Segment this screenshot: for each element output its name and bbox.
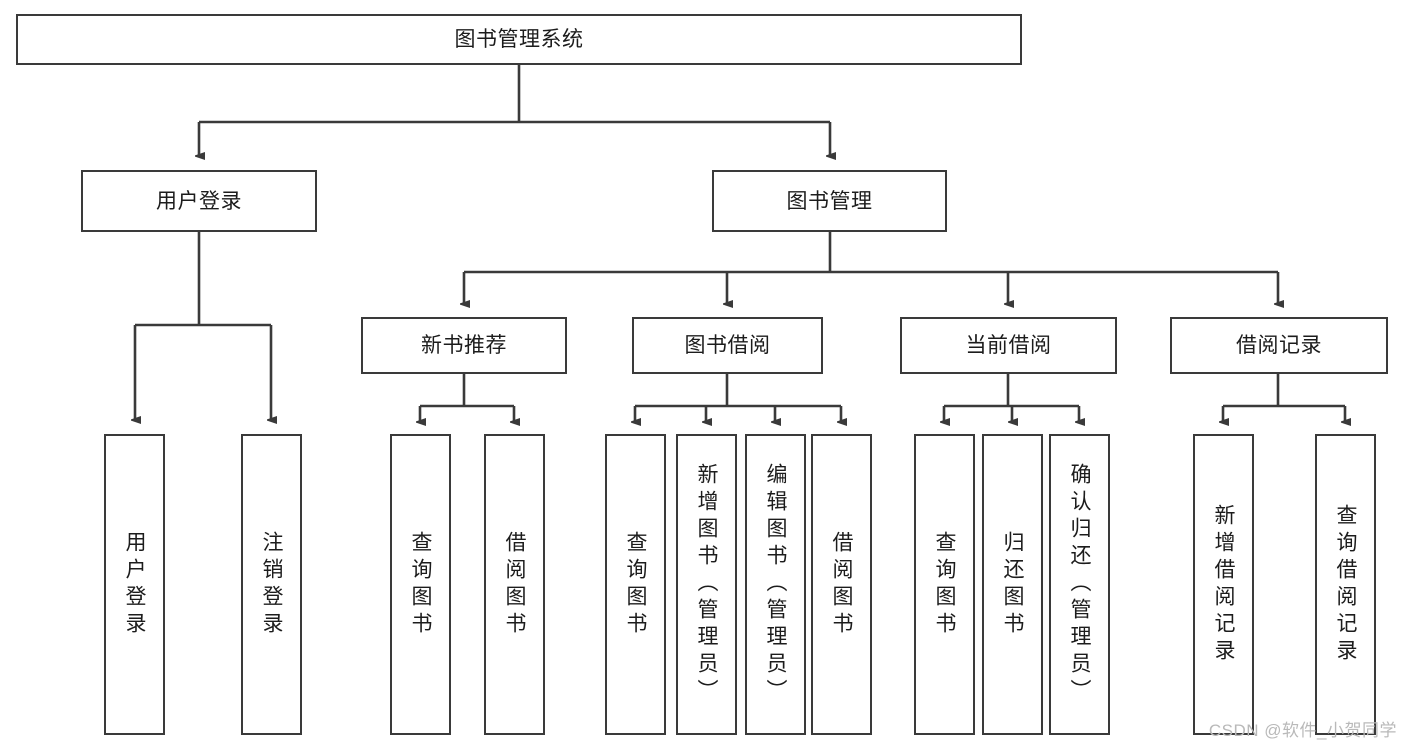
- node-new-book-recommend-label: 新书推荐: [421, 334, 507, 357]
- leaf-confirm-return-admin-label: 确认归还（管理员）: [1068, 463, 1091, 706]
- leaf-edit-book-admin-label: 编辑图书（管理员）: [764, 463, 787, 706]
- leaf-return-book[interactable]: 归还图书: [982, 434, 1043, 735]
- leaf-query-borrow-record-label: 查询借阅记录: [1334, 503, 1357, 666]
- leaf-query-book-newbook-label: 查询图书: [409, 530, 432, 639]
- leaf-borrow-book[interactable]: 借阅图书: [811, 434, 872, 735]
- node-root[interactable]: 图书管理系统: [16, 14, 1022, 65]
- leaf-borrow-book-newbook[interactable]: 借阅图书: [484, 434, 545, 735]
- leaf-query-book-borrow[interactable]: 查询图书: [605, 434, 666, 735]
- node-current-borrow-label: 当前借阅: [965, 334, 1052, 357]
- node-book-management[interactable]: 图书管理: [712, 170, 947, 232]
- leaf-user-login[interactable]: 用户登录: [104, 434, 165, 735]
- leaf-query-book-current[interactable]: 查询图书: [914, 434, 975, 735]
- leaf-add-borrow-record-label: 新增借阅记录: [1212, 503, 1235, 666]
- leaf-query-book-borrow-label: 查询图书: [624, 530, 647, 639]
- node-user-login-label: 用户登录: [156, 189, 242, 213]
- node-book-management-label: 图书管理: [786, 189, 873, 213]
- leaf-return-book-label: 归还图书: [1001, 530, 1024, 639]
- leaf-logout-label: 注销登录: [260, 530, 283, 639]
- node-borrow-records-label: 借阅记录: [1236, 334, 1322, 357]
- node-book-borrow[interactable]: 图书借阅: [632, 317, 823, 374]
- leaf-borrow-book-newbook-label: 借阅图书: [503, 530, 526, 639]
- leaf-add-borrow-record[interactable]: 新增借阅记录: [1193, 434, 1254, 735]
- node-new-book-recommend[interactable]: 新书推荐: [361, 317, 567, 374]
- leaf-user-login-label: 用户登录: [123, 530, 146, 639]
- node-current-borrow[interactable]: 当前借阅: [900, 317, 1117, 374]
- node-root-label: 图书管理系统: [454, 28, 584, 51]
- node-borrow-records[interactable]: 借阅记录: [1170, 317, 1388, 374]
- leaf-confirm-return-admin[interactable]: 确认归还（管理员）: [1049, 434, 1110, 735]
- leaf-query-book-current-label: 查询图书: [933, 530, 956, 639]
- leaf-borrow-book-label: 借阅图书: [830, 530, 853, 639]
- leaf-query-borrow-record[interactable]: 查询借阅记录: [1315, 434, 1376, 735]
- node-user-login[interactable]: 用户登录: [81, 170, 317, 232]
- leaf-add-book-admin-label: 新增图书（管理员）: [695, 463, 718, 706]
- leaf-add-book-admin[interactable]: 新增图书（管理员）: [676, 434, 737, 735]
- leaf-edit-book-admin[interactable]: 编辑图书（管理员）: [745, 434, 806, 735]
- leaf-query-book-newbook[interactable]: 查询图书: [390, 434, 451, 735]
- leaf-logout[interactable]: 注销登录: [241, 434, 302, 735]
- node-book-borrow-label: 图书借阅: [684, 334, 771, 357]
